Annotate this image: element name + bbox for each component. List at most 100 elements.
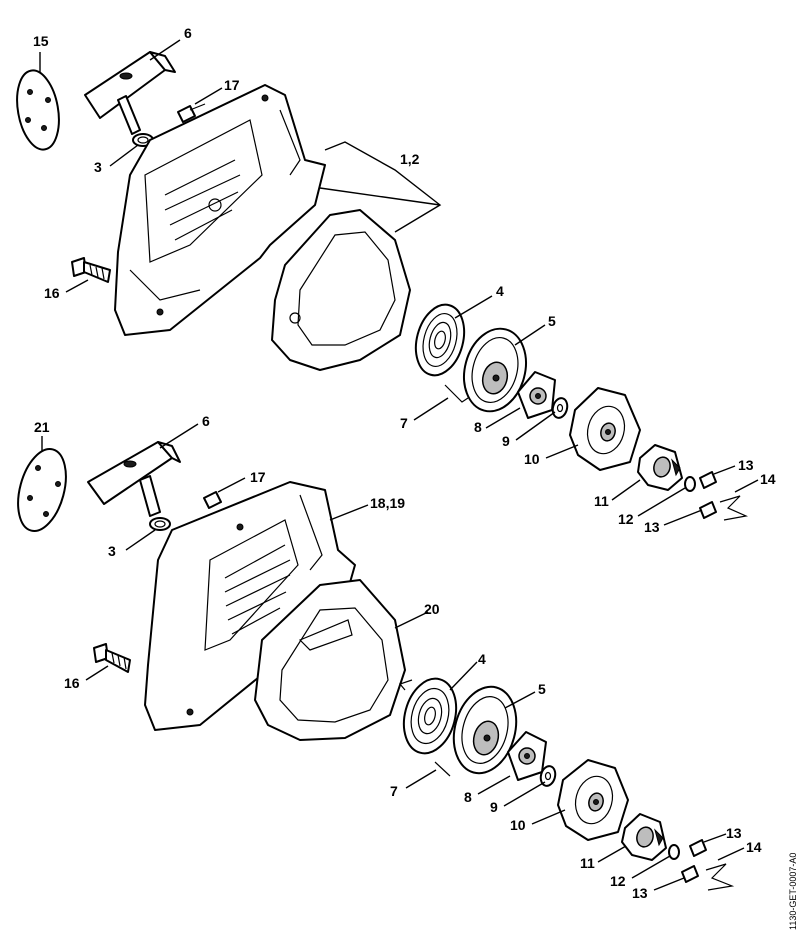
leader-4	[454, 295, 493, 319]
leader-3b	[125, 529, 156, 551]
part-6-starter-grip-bottom	[87, 441, 181, 517]
leader-4b	[449, 661, 478, 691]
part-16-bolt	[71, 257, 111, 283]
label-16b: 16	[64, 675, 80, 691]
part-10-fan-cup-bottom	[557, 759, 629, 841]
label-1-2: 1,2	[400, 151, 420, 167]
leader-9b	[503, 781, 546, 807]
label-5b: 5	[538, 681, 546, 697]
label-13a-b: 13	[726, 825, 742, 841]
part-14-clip	[719, 495, 749, 521]
reference-code: 1130-GET-0007-A0	[788, 853, 798, 930]
leader-8	[485, 407, 521, 429]
label-11: 11	[594, 493, 609, 509]
label-7: 7	[400, 415, 408, 431]
leader-3	[109, 144, 139, 167]
label-15: 15	[33, 33, 49, 49]
label-18-19: 18,19	[370, 495, 405, 511]
part-17-screw	[177, 103, 206, 123]
leader-16	[65, 279, 89, 293]
label-10: 10	[524, 451, 540, 467]
leader-10	[545, 444, 579, 459]
label-20: 20	[424, 601, 440, 617]
part-5-rope-rotor	[463, 327, 527, 413]
part-11-hub-bottom	[621, 813, 667, 861]
label-9b: 9	[490, 799, 498, 815]
part-13-pins	[699, 471, 717, 519]
label-3: 3	[94, 159, 102, 175]
part-14-clip-bottom	[705, 863, 735, 891]
label-14: 14	[760, 471, 776, 487]
leader-20	[394, 611, 429, 629]
part-16-bolt-bottom	[93, 643, 131, 673]
part-21-disc	[17, 448, 67, 532]
part-8-carrier-bottom	[507, 731, 547, 781]
leader-14	[734, 479, 759, 493]
leader-5	[514, 324, 546, 346]
part-17-screw-bottom	[203, 491, 222, 509]
fan-housing-bottom	[144, 481, 356, 731]
part-10-fan-cup	[569, 387, 641, 471]
part-9-washer-bottom	[539, 765, 557, 787]
part-11-hub	[637, 444, 683, 491]
leader-8b	[477, 775, 511, 795]
label-16: 16	[44, 285, 60, 301]
label-17b: 17	[250, 469, 266, 485]
leader-1-2	[319, 141, 442, 233]
cover-shroud-bottom	[254, 579, 406, 741]
label-7b: 7	[390, 783, 398, 799]
leader-9	[515, 411, 556, 441]
bottom-assembly: 21 6 17 18,19 3 20 16 4 5 7 8 9 10 11 12…	[17, 413, 762, 901]
leader-12	[637, 487, 686, 517]
leader-12b	[631, 855, 671, 879]
part-6-starter-grip	[84, 51, 176, 135]
part-4-spring	[414, 303, 469, 403]
label-17: 17	[224, 77, 240, 93]
label-13b: 13	[644, 519, 660, 535]
leader-17	[194, 87, 223, 105]
leader-7b	[405, 769, 437, 789]
leader-5b	[504, 691, 536, 709]
leader-18-19	[329, 504, 369, 521]
part-13-pins-bottom	[681, 839, 707, 883]
label-13a: 13	[738, 457, 754, 473]
label-21: 21	[34, 419, 50, 435]
leader-13b-b	[653, 877, 685, 891]
label-6b: 6	[202, 413, 210, 429]
label-4: 4	[496, 283, 504, 299]
label-9: 9	[502, 433, 510, 449]
label-10b: 10	[510, 817, 526, 833]
label-5: 5	[548, 313, 556, 329]
label-4b: 4	[478, 651, 486, 667]
label-12: 12	[618, 511, 634, 527]
leader-13b	[663, 509, 703, 526]
top-assembly: 15 6 17 3 1,2 16 4 5 7 8 9 10 11 12 13 1…	[16, 25, 776, 535]
label-8b: 8	[464, 789, 472, 805]
leader-7	[413, 397, 449, 421]
part-12-washer-bottom	[668, 844, 680, 860]
part-8-carrier	[517, 371, 556, 419]
label-14b: 14	[746, 839, 762, 855]
leader-16b	[85, 665, 109, 681]
leader-6	[149, 39, 181, 61]
cover-shroud-top	[271, 209, 411, 371]
label-3b: 3	[108, 543, 116, 559]
label-11b: 11	[580, 855, 595, 871]
leader-14b	[717, 847, 745, 861]
part-15-disc	[16, 69, 60, 151]
leader-6b	[159, 423, 199, 449]
part-12-washer	[684, 476, 696, 492]
leader-11b	[597, 845, 627, 863]
leader-13a	[713, 465, 736, 475]
leader-10b	[531, 809, 566, 825]
part-9-washer	[551, 397, 569, 419]
part-5-rope-rotor-bottom	[452, 685, 518, 775]
leader-11	[611, 479, 641, 501]
part-4-spring-bottom	[398, 677, 458, 777]
leader-17b	[217, 477, 246, 493]
part-3-bush-bottom	[149, 517, 171, 531]
label-6: 6	[184, 25, 192, 41]
leader-13a-b	[703, 833, 727, 843]
label-13b-b: 13	[632, 885, 648, 901]
